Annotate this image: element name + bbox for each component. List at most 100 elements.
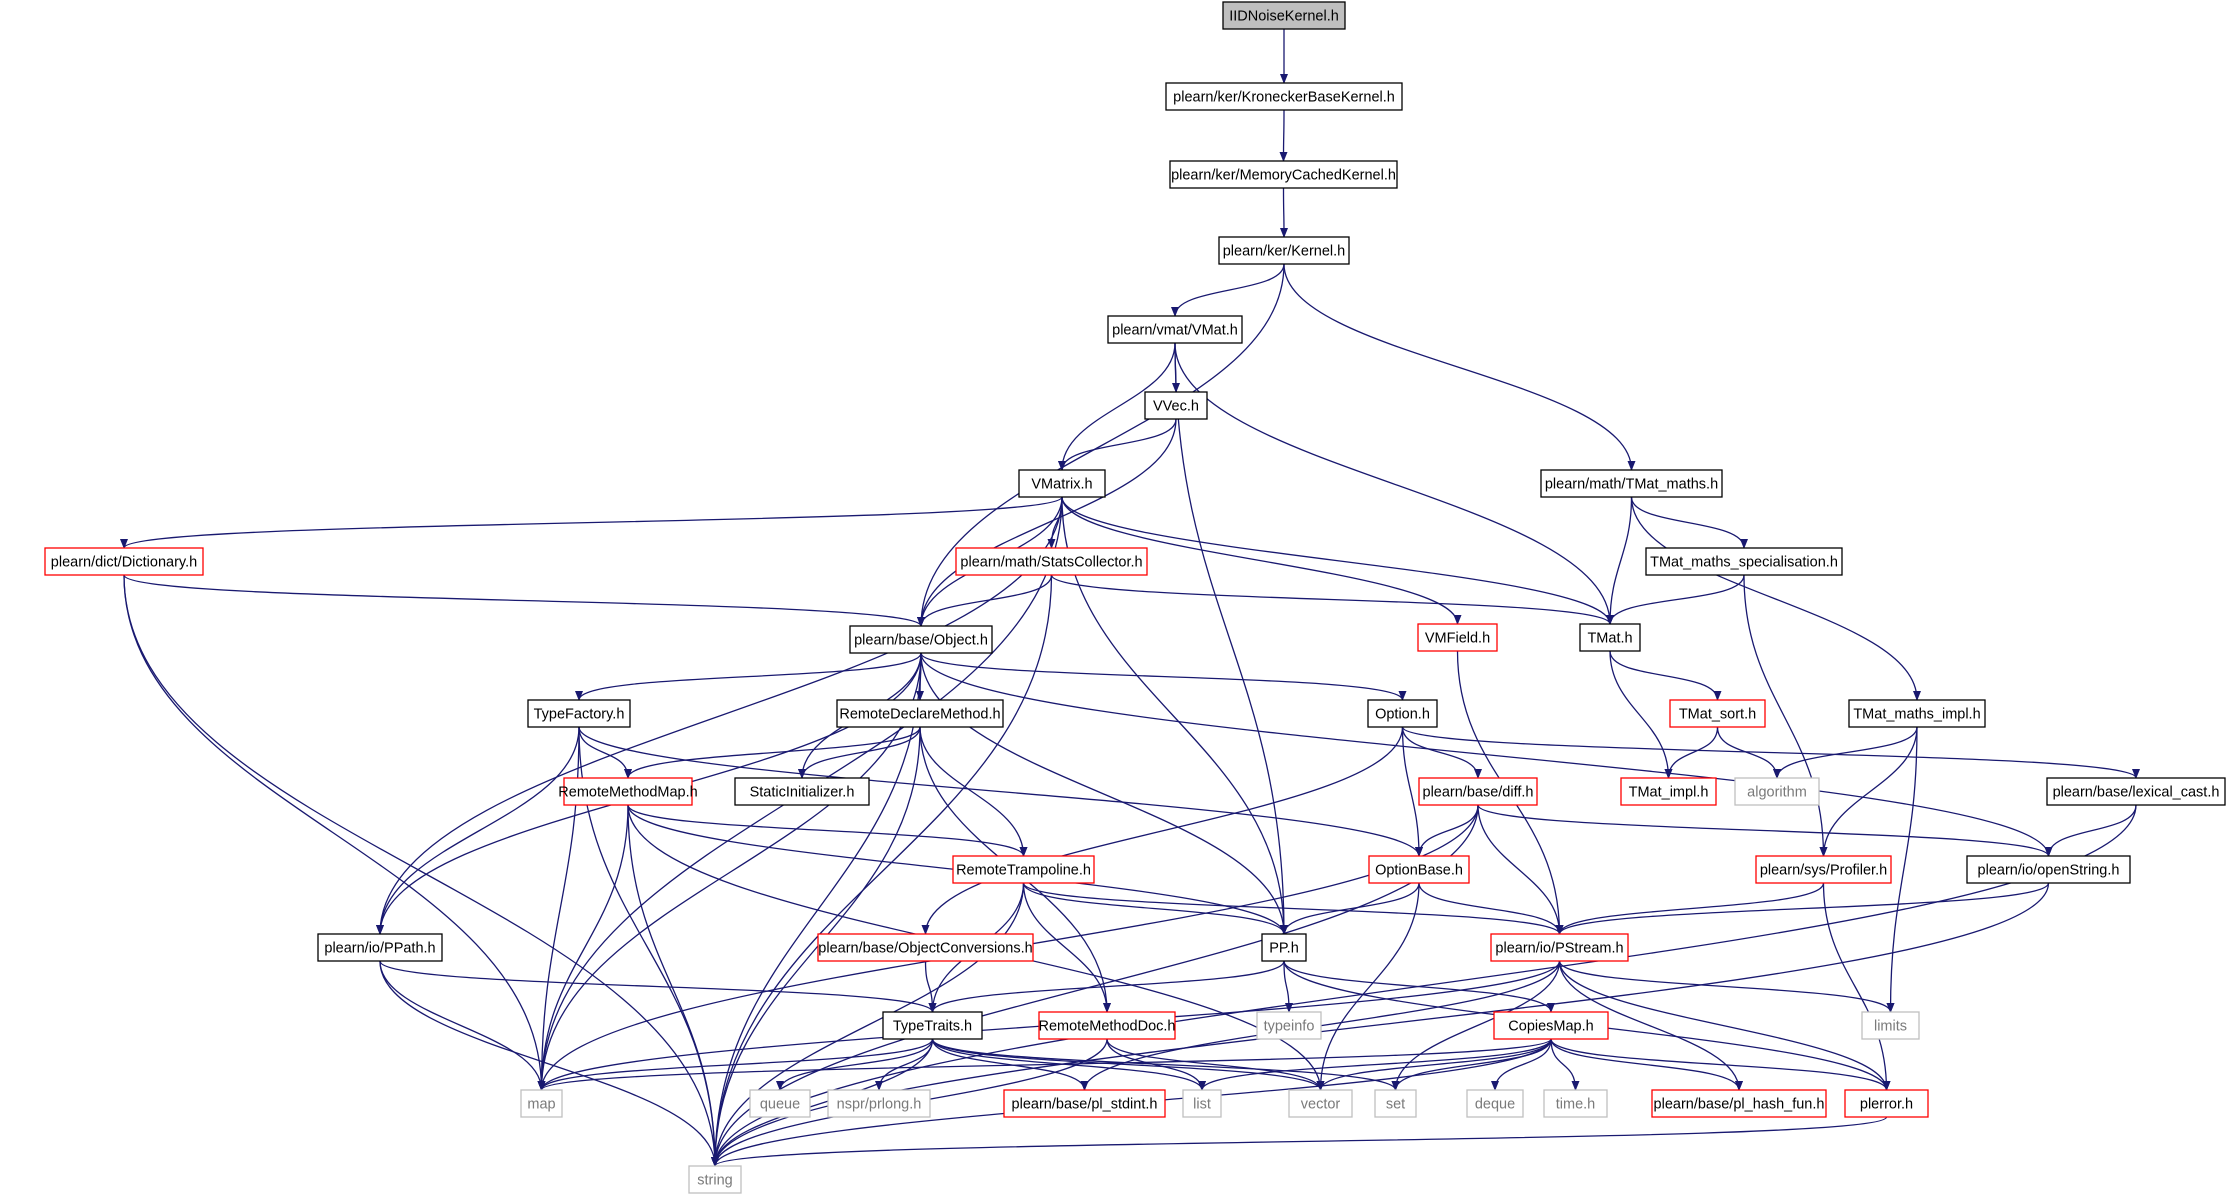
node-RemoteMethodMap[interactable]: RemoteMethodMap.h: [558, 777, 698, 806]
edge-Option-to-lexical_cast: [1401, 726, 2140, 779]
node-box: [1018, 469, 1106, 498]
node-label: plearn/base/Object.h: [854, 633, 988, 649]
node-label: StaticInitializer.h: [750, 785, 855, 801]
edge-RemoteTrampoline-to-PP: [1022, 882, 1288, 935]
node-box: [1734, 777, 1820, 806]
node-IIDNoiseKernel[interactable]: IIDNoiseKernel.h: [1222, 1, 1346, 30]
node-TMat_maths_impl[interactable]: TMat_maths_impl.h: [1848, 699, 1986, 728]
node-VMField[interactable]: VMField.h: [1417, 623, 1498, 652]
edge-lexical_cast-to-openString: [2044, 804, 2137, 857]
edge-OptionBase-to-PP: [1280, 882, 1420, 935]
edge-Profiler-to-PStream: [1555, 882, 1825, 935]
edge-TypeTraits-to-map: [537, 1038, 934, 1091]
node-TypeTraits[interactable]: TypeTraits.h: [882, 1011, 983, 1040]
node-label: RemoteTrampoline.h: [956, 863, 1091, 879]
node-Kernel[interactable]: plearn/ker/Kernel.h: [1218, 236, 1350, 265]
node-VVec[interactable]: VVec.h: [1144, 391, 1208, 420]
node-lexical_cast[interactable]: plearn/base/lexical_cast.h: [2046, 777, 2226, 806]
node-box: [1218, 236, 1350, 265]
node-map: map: [520, 1089, 563, 1118]
edge-KroneckerBaseKernel-to-MemoryCachedKernel: [1279, 109, 1288, 162]
node-openString[interactable]: plearn/io/openString.h: [1966, 855, 2131, 884]
node-time: time.h: [1543, 1089, 1608, 1118]
node-label: plearn/dict/Dictionary.h: [51, 555, 197, 571]
node-TMat_impl[interactable]: TMat_impl.h: [1620, 777, 1717, 806]
node-MemoryCachedKernel[interactable]: plearn/ker/MemoryCachedKernel.h: [1169, 160, 1398, 189]
node-TMat_maths[interactable]: plearn/math/TMat_maths.h: [1540, 469, 1723, 498]
node-label: TMat_maths_impl.h: [1853, 707, 1980, 723]
node-label: TypeTraits.h: [893, 1019, 972, 1035]
node-box: [1651, 1089, 1827, 1118]
edge-TypeFactory-to-OptionBase: [578, 726, 1423, 857]
node-box: [1256, 1011, 1322, 1040]
node-box: [1003, 1089, 1166, 1118]
node-box: [749, 1089, 811, 1118]
edge-openString-to-PStream: [1555, 882, 2050, 935]
edge-diff-to-PStream: [1477, 804, 1564, 935]
node-Object[interactable]: plearn/base/Object.h: [849, 625, 993, 654]
node-label: list: [1193, 1097, 1211, 1113]
node-label: map: [527, 1097, 555, 1113]
edge-RemoteDeclareMethod-to-StaticInitializer: [798, 726, 921, 779]
node-VMat[interactable]: plearn/vmat/VMat.h: [1107, 315, 1243, 344]
node-box: [1418, 777, 1538, 806]
node-ObjectConversions[interactable]: plearn/base/ObjectConversions.h: [817, 933, 1034, 962]
node-TMat_sort[interactable]: TMat_sort.h: [1669, 699, 1766, 728]
node-OptionBase[interactable]: OptionBase.h: [1368, 855, 1470, 884]
node-label: plearn/base/lexical_cast.h: [2053, 785, 2220, 801]
node-label: TMat_sort.h: [1679, 707, 1756, 723]
node-TypeFactory[interactable]: TypeFactory.h: [527, 699, 631, 728]
edge-TMat_maths_impl-to-limits: [1886, 726, 1918, 1013]
node-RemoteDeclareMethod[interactable]: RemoteDeclareMethod.h: [836, 699, 1004, 728]
node-box: [1169, 160, 1398, 189]
node-box: [520, 1089, 563, 1118]
edge-RemoteTrampoline-to-PStream: [1022, 882, 1564, 935]
node-StaticInitializer[interactable]: StaticInitializer.h: [734, 777, 870, 806]
node-TMat[interactable]: TMat.h: [1579, 623, 1641, 652]
edge-diff-to-OptionBase: [1415, 804, 1479, 857]
node-label: algorithm: [1747, 785, 1807, 801]
edge-CopiesMap-to-set: [1391, 1038, 1552, 1091]
node-PPath[interactable]: plearn/io/PPath.h: [317, 933, 443, 962]
edge-PStream-to-set: [1391, 960, 1561, 1091]
node-RemoteMethodDoc[interactable]: RemoteMethodDoc.h: [1038, 1011, 1176, 1040]
node-VMatrix[interactable]: VMatrix.h: [1018, 469, 1106, 498]
node-plerror[interactable]: plerror.h: [1844, 1089, 1929, 1118]
node-Option[interactable]: Option.h: [1367, 699, 1438, 728]
node-Profiler[interactable]: plearn/sys/Profiler.h: [1755, 855, 1892, 884]
edge-TMat-to-TMat_impl: [1609, 650, 1673, 779]
node-PP[interactable]: PP.h: [1261, 933, 1307, 962]
edge-TypeFactory-to-PPath: [376, 726, 580, 935]
node-label: deque: [1475, 1097, 1515, 1113]
node-pl_hash_fun[interactable]: plearn/base/pl_hash_fun.h: [1651, 1089, 1827, 1118]
node-box: [1844, 1089, 1929, 1118]
node-StatsCollector[interactable]: plearn/math/StatsCollector.h: [955, 547, 1148, 576]
edge-Kernel-to-TMat_maths: [1283, 263, 1636, 471]
node-TMat_maths_spec[interactable]: TMat_maths_specialisation.h: [1645, 547, 1843, 576]
edge-PPath-to-map: [379, 960, 546, 1091]
node-label: RemoteMethodDoc.h: [1038, 1019, 1175, 1035]
edge-ObjectConversions-to-TypeTraits: [924, 960, 937, 1013]
edge-Dictionary-to-string: [123, 574, 719, 1167]
node-Dictionary[interactable]: plearn/dict/Dictionary.h: [44, 547, 204, 576]
edge-PStream-to-plerror: [1558, 960, 1891, 1091]
edge-TMat_maths-to-TMat_maths_impl: [1630, 496, 1921, 701]
node-pl_stdint[interactable]: plearn/base/pl_stdint.h: [1003, 1089, 1166, 1118]
node-RemoteTrampoline[interactable]: RemoteTrampoline.h: [952, 855, 1095, 884]
edge-RemoteMethodMap-to-map: [537, 804, 629, 1091]
node-CopiesMap[interactable]: CopiesMap.h: [1493, 1011, 1609, 1040]
node-limits: limits: [1861, 1011, 1920, 1040]
edge-StatsCollector-to-Object: [917, 574, 1053, 627]
node-string: string: [688, 1165, 742, 1194]
node-label: IIDNoiseKernel.h: [1229, 9, 1339, 25]
node-label: plearn/vmat/VMat.h: [1112, 323, 1238, 339]
node-PStream[interactable]: plearn/io/PStream.h: [1490, 933, 1629, 962]
node-KroneckerBaseKernel[interactable]: plearn/ker/KroneckerBaseKernel.h: [1165, 82, 1403, 111]
edge-VMat-to-PP: [1174, 342, 1288, 935]
node-label: plearn/base/pl_hash_fun.h: [1654, 1097, 1825, 1113]
node-diff[interactable]: plearn/base/diff.h: [1418, 777, 1538, 806]
edge-Object-to-TypeFactory: [575, 652, 922, 701]
edge-CopiesMap-to-time: [1550, 1038, 1580, 1091]
edge-RemoteMethodDoc-to-vector: [1106, 1038, 1325, 1091]
node-label: queue: [760, 1097, 800, 1113]
